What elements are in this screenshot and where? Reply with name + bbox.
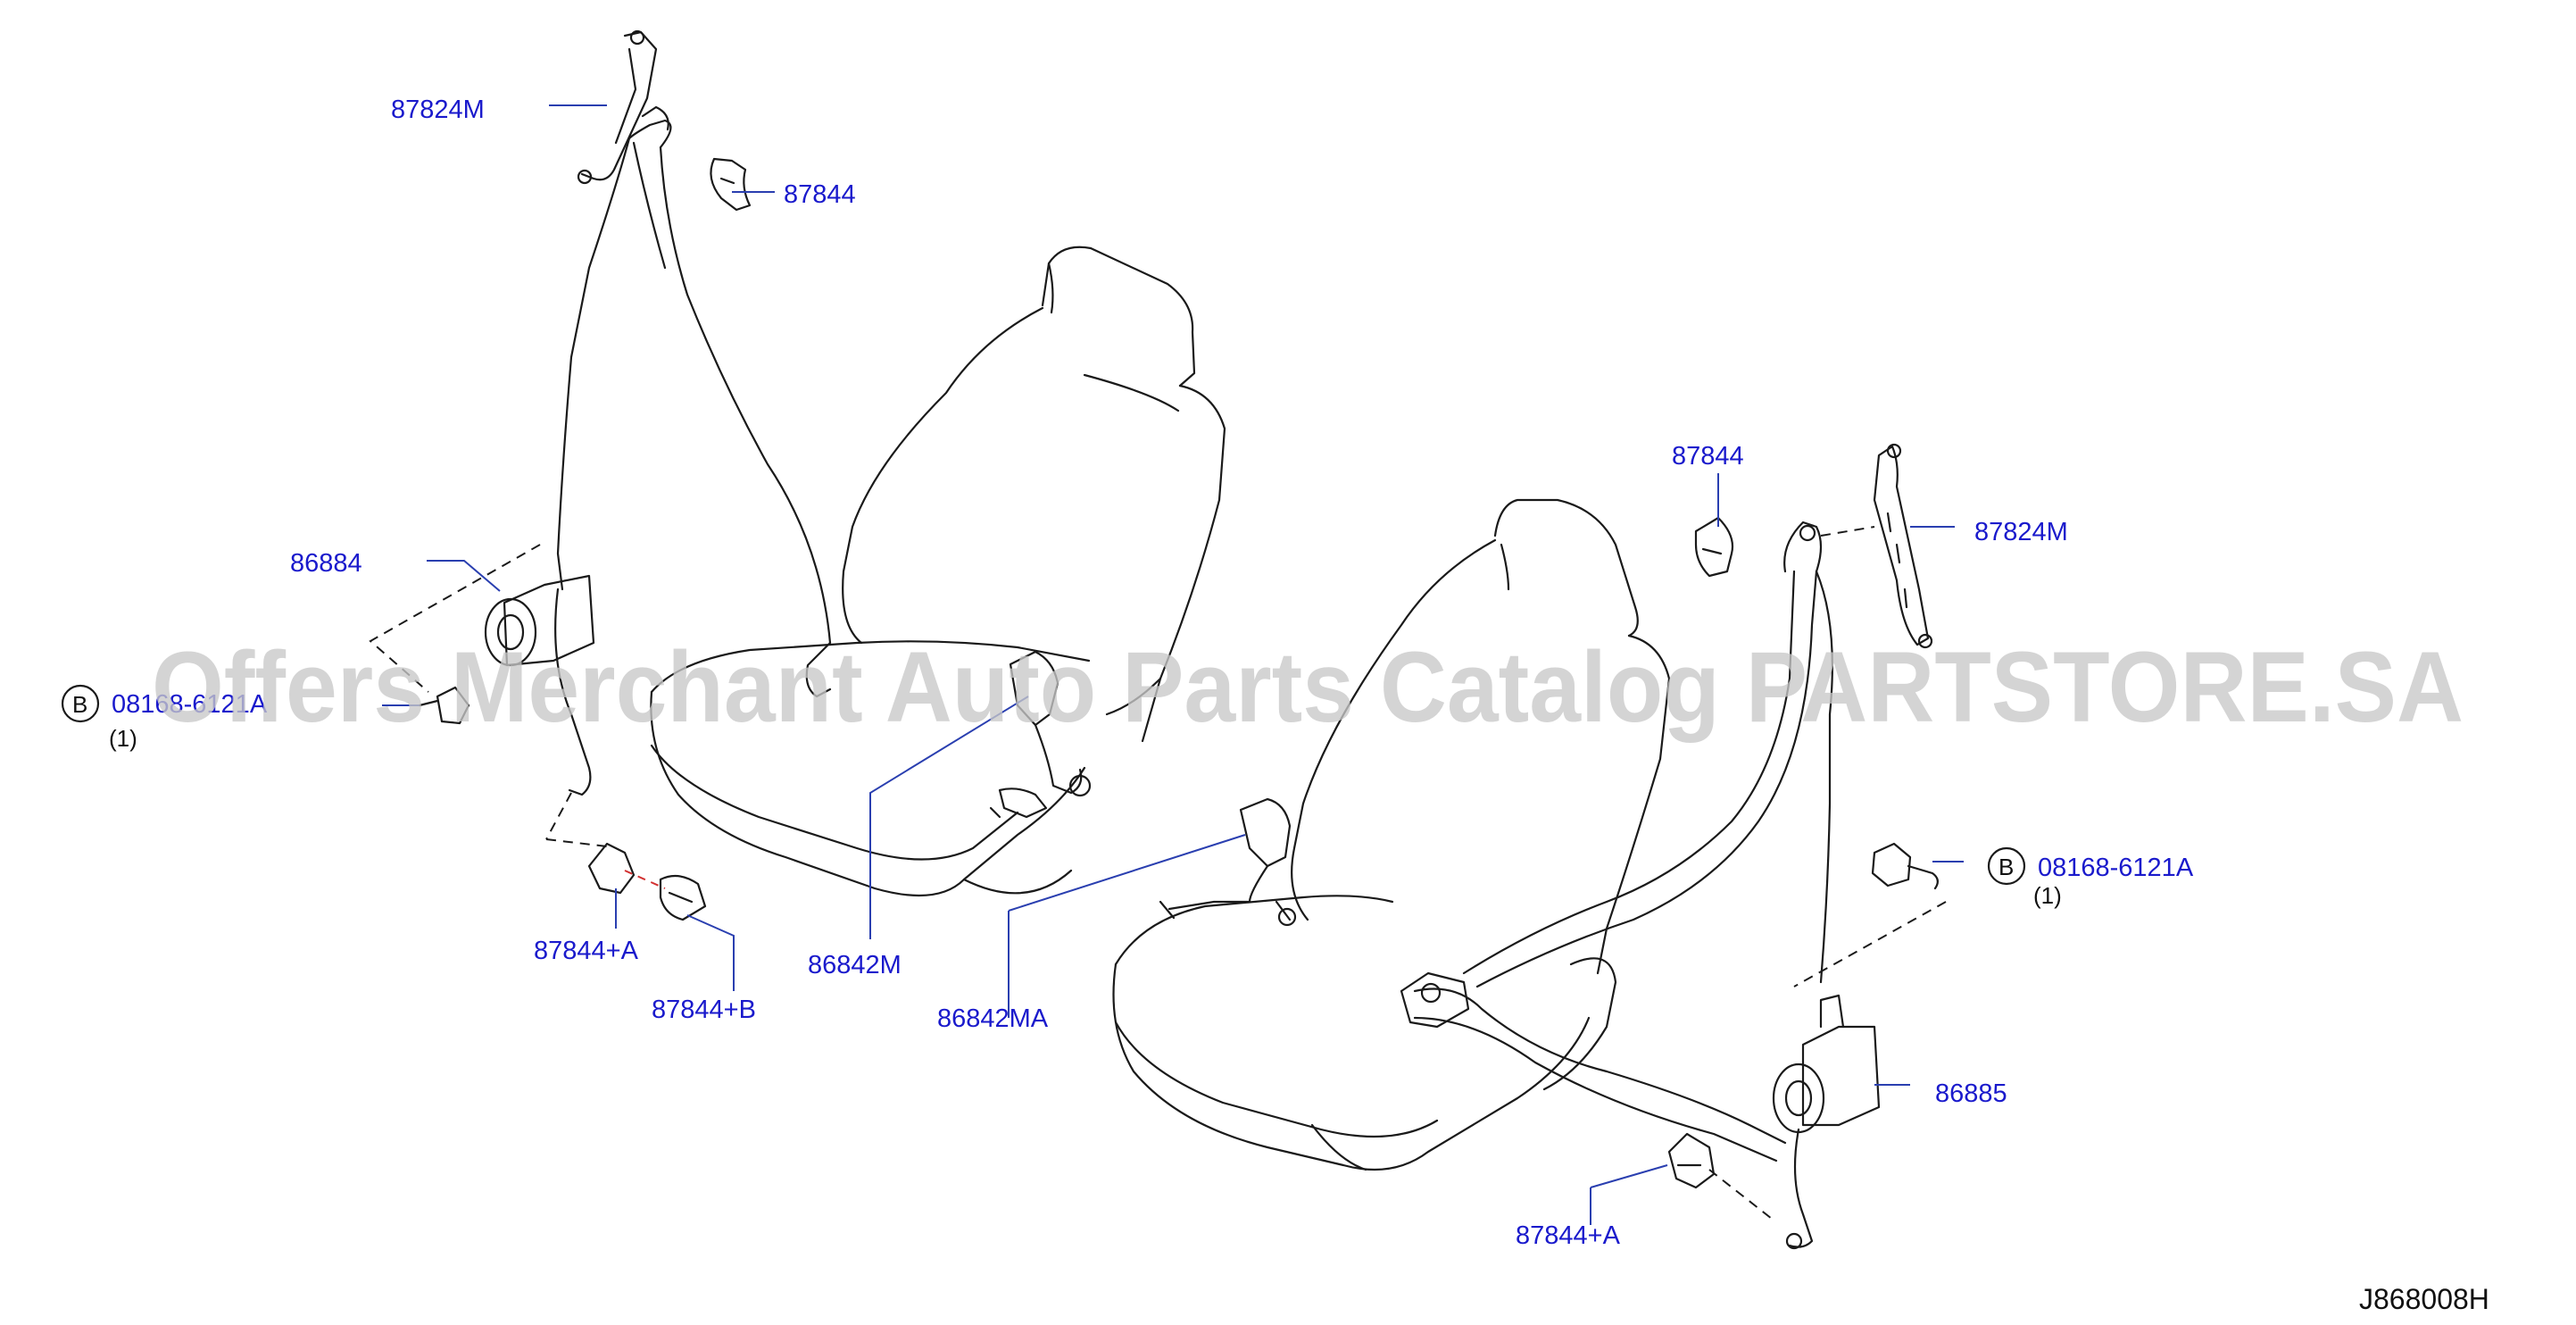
- right-bolt-badge-letter: B: [1998, 854, 2014, 880]
- label-right-retractor: 86885: [1935, 1079, 2007, 1108]
- left-bolt-badge: B: [61, 684, 100, 723]
- label-right-cover-a: 87844+A: [1516, 1221, 1621, 1250]
- label-right-anchor-cover: 87824M: [1974, 518, 2068, 546]
- label-left-cover-a: 87844+A: [534, 937, 639, 965]
- watermark-text: Offers Merchant Auto Parts Catalog PARTS…: [152, 631, 2464, 743]
- right-seat-drawing: [1112, 443, 1939, 1250]
- leader-left-buckle: [869, 696, 1029, 939]
- leader-right-cover-a: [1590, 1164, 1668, 1188]
- label-right-guide: 87844: [1672, 442, 1744, 471]
- leader-right-buckle: [1008, 834, 1246, 912]
- label-left-buckle: 86842M: [808, 951, 902, 979]
- label-left-bolt-code: 08168-6121A: [112, 690, 268, 719]
- left-cover-dash-line-2: [545, 838, 608, 847]
- label-left-anchor-cover: 87824M: [391, 96, 485, 124]
- left-seat-drawing: [418, 29, 1226, 921]
- left-bolt-dash-line: [369, 544, 541, 693]
- left-cover-dash-line: [545, 792, 572, 840]
- right-bolt-badge: B: [1987, 846, 2026, 886]
- leader-left-cover-b: [686, 914, 735, 991]
- leader-left-retractor: [427, 560, 501, 592]
- diagram-code: J868008H: [2359, 1283, 2489, 1315]
- label-left-retractor: 86884: [290, 549, 362, 578]
- label-right-buckle: 86842MA: [937, 1004, 1049, 1033]
- label-left-guide: 87844: [784, 180, 856, 209]
- label-left-cover-b: 87844+B: [652, 996, 756, 1024]
- left-bolt-badge-letter: B: [72, 691, 87, 718]
- label-right-bolt-qty: (1): [2033, 882, 2062, 909]
- left-cover-red-dash: [624, 870, 666, 889]
- label-right-bolt-code: 08168-6121A: [2038, 854, 2194, 882]
- label-left-bolt-qty: (1): [109, 725, 137, 752]
- right-bolt-dash: [1793, 901, 1947, 988]
- right-anchor-dash: [1820, 526, 1875, 537]
- right-cover-dash: [1708, 1169, 1773, 1220]
